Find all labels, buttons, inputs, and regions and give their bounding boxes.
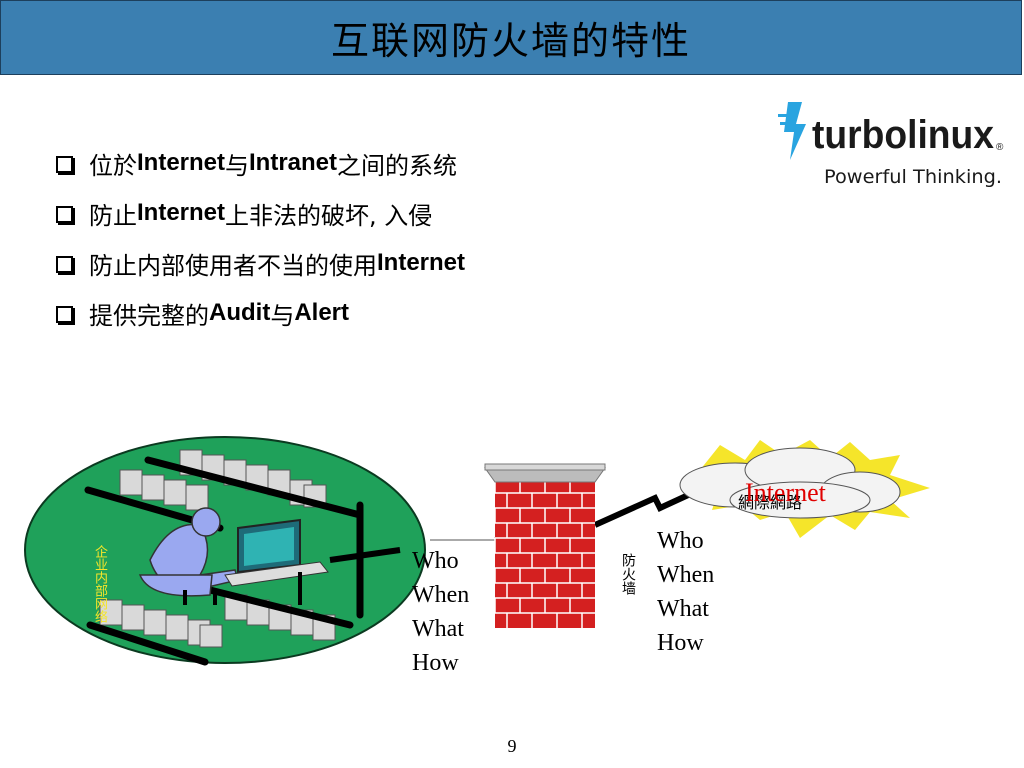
bullet-text: 上非法的破坏, 入侵 [225,201,433,230]
bullet-text: 提供完整的 [89,301,209,330]
firewall-wall [484,463,606,628]
user-at-computer [138,507,329,605]
bullet-text: Internet [137,199,226,226]
bullet-text: Internet [377,249,466,276]
bullet-text: 之间的系统 [337,151,458,180]
turbolinux-logo: turbolinux ® Powerful Thinking. [778,102,1004,188]
bullet-text: 位於 [89,151,137,180]
server-group-bottom [99,594,336,648]
question-word: What [412,616,464,642]
logo-registered-mark: ® [996,142,1004,153]
logo-brand: turbolinux [812,113,994,157]
checkbox-bullet-icon [56,255,73,273]
firewall-diagram [24,436,930,666]
internet-label: Internet [745,478,826,507]
logo-bolt-icon [784,102,806,160]
question-word: Who [412,548,459,574]
logo-tagline: Powerful Thinking. [824,166,1002,188]
question-word: How [657,630,704,656]
internet-cloud [679,440,930,538]
question-word: When [657,562,715,588]
page-number: 9 [507,736,517,756]
server-group-top [119,449,327,511]
bullet-text: Audit [209,299,271,326]
question-word: How [412,650,459,676]
checkbox-bullet-icon [56,305,73,323]
intranet-label: 企业内部网络 [92,545,107,623]
checkbox-bullet-icon [56,205,73,223]
bullet-text: Internet [137,149,226,176]
bullet-text: 与 [270,301,295,330]
bullet-text: 防止内部使用者不当的使用 [89,251,377,280]
bullet-text: 防止 [89,201,137,230]
internet-sublabel: 網際網路 [738,493,803,512]
title-bar: 互联网防火墙的特性 [0,0,1022,75]
bullet-text: 与 [225,151,250,180]
firewall-label: 防火墙 [620,553,636,595]
bullet-text: Alert [294,299,349,326]
question-word: When [412,582,470,608]
question-word: Who [657,528,704,554]
bullet-text: Intranet [249,149,338,176]
slide-title: 互联网防火墙的特性 [330,19,691,63]
question-word: What [657,596,709,622]
checkbox-bullet-icon [56,155,73,173]
